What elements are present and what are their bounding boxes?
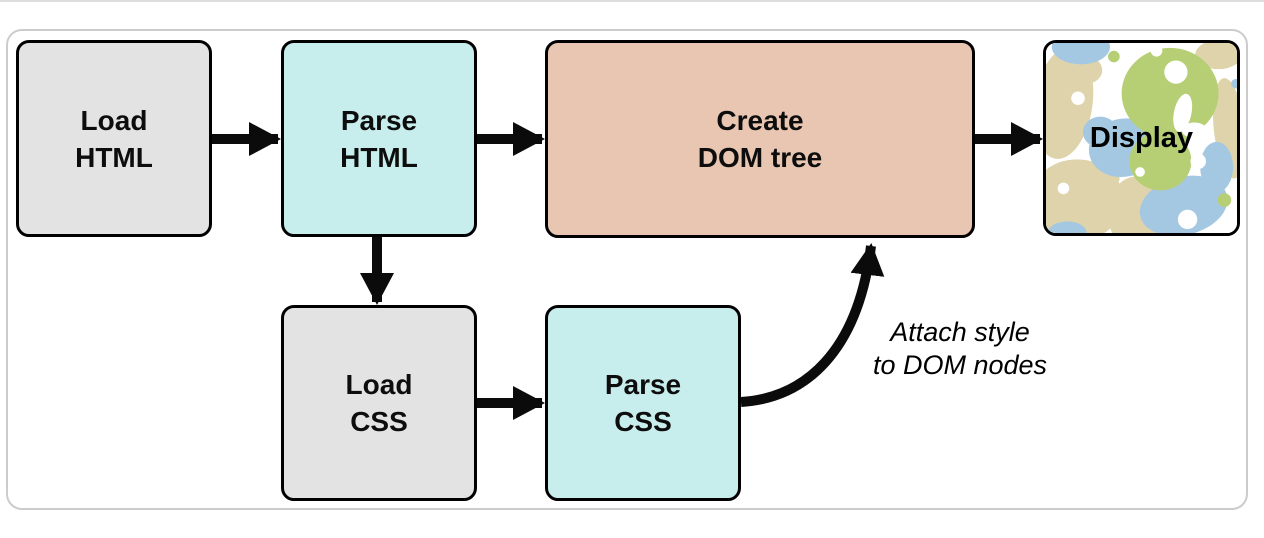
node-load-html: Load HTML bbox=[16, 40, 212, 237]
node-label: Parse CSS bbox=[604, 369, 682, 437]
node-label: Parse HTML bbox=[340, 104, 418, 173]
node-display: Display bbox=[1043, 40, 1240, 236]
node-label: Create DOM tree bbox=[697, 105, 823, 173]
node-parse-html: Parse HTML bbox=[281, 40, 477, 237]
node-label: Load HTML bbox=[75, 104, 153, 173]
top-divider bbox=[0, 0, 1264, 2]
node-create-dom-tree: Create DOM tree bbox=[545, 40, 975, 238]
edge-annotation-attach-style: Attach style to DOM nodes bbox=[872, 317, 1048, 380]
display-pattern-image bbox=[1046, 43, 1237, 233]
node-load-css: Load CSS bbox=[281, 305, 477, 501]
node-parse-css: Parse CSS bbox=[545, 305, 741, 501]
node-label: Load CSS bbox=[345, 369, 413, 437]
node-label: Display bbox=[1089, 121, 1194, 154]
